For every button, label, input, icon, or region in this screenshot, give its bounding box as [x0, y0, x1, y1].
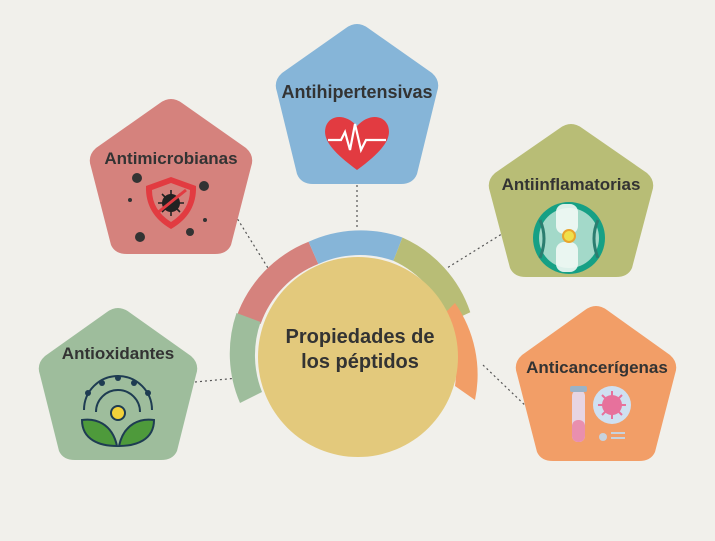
- ring-segment-antimicrobianas: [236, 241, 319, 324]
- connector-antiinflamatorias: [446, 231, 506, 269]
- heart-pulse-icon: [325, 116, 389, 170]
- ring-segment-antioxidantes: [229, 313, 262, 403]
- center-title: Propiedades de los péptidos: [270, 325, 450, 375]
- center-circle: [258, 257, 458, 457]
- label-antihipertensivas: Antihipertensivas: [281, 82, 433, 102]
- knee-joint-icon: [533, 202, 605, 274]
- center-title-line2: los péptidos: [301, 351, 419, 373]
- connector-antimicrobianas: [234, 214, 269, 269]
- center-title-line1: Propiedades de: [285, 326, 435, 348]
- pentagon-antimicrobianas: [89, 99, 253, 254]
- pentagon-antihipertensivas: [275, 24, 439, 184]
- ring-segment-antihipertensivas: [308, 230, 403, 264]
- label-antimicrobianas: Antimicrobianas: [104, 149, 238, 168]
- connector-anticancerigenas: [482, 364, 531, 411]
- leaf-atom-icon: [80, 375, 156, 448]
- cancer-cell-test-tube-icon: [570, 386, 631, 442]
- pentagon-antiinflamatorias: [488, 124, 654, 277]
- connector-antioxidantes: [194, 377, 239, 383]
- virus-shield-icon: [128, 173, 209, 242]
- ring-segment-antiinflamatorias: [393, 237, 471, 323]
- label-anticancerigenas: Anticancerígenas: [526, 358, 668, 377]
- pentagon-antioxidantes: [38, 308, 198, 460]
- pentagon-anticancerigenas: [515, 306, 677, 461]
- label-antiinflamatorias: Antiinflamatorias: [501, 175, 641, 194]
- label-antioxidantes: Antioxidantes: [61, 344, 175, 363]
